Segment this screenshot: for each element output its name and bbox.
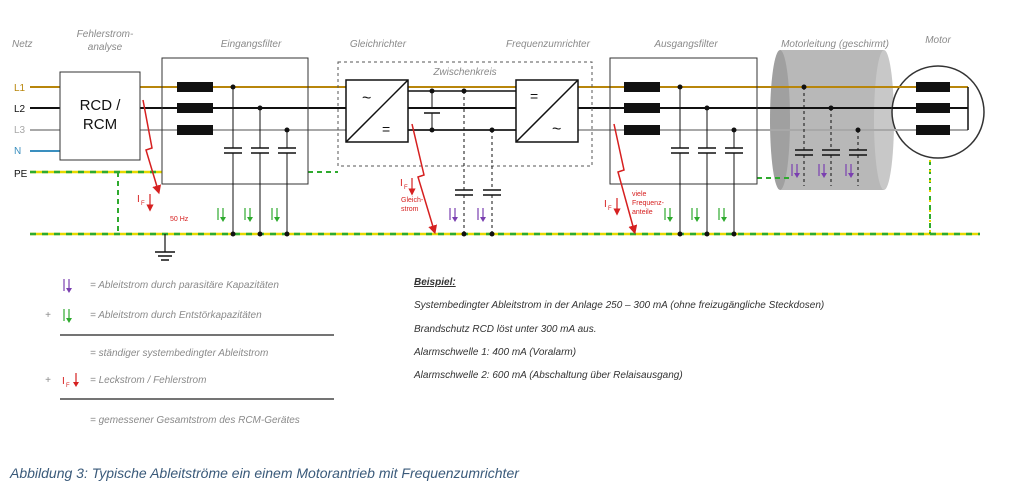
motor-icon	[891, 65, 985, 159]
label-gleich-1: Gleich-	[401, 197, 424, 204]
header-zwischenkreis: Zwischenkreis	[432, 67, 496, 78]
svg-text:I: I	[62, 376, 65, 387]
svg-text:I: I	[604, 199, 607, 210]
example-line-2: Brandschutz RCD löst unter 300 mA aus.	[414, 324, 597, 335]
intermediate-circuit-box: Zwischenkreis	[337, 61, 593, 167]
header-eingangsfilter: Eingangsfilter	[221, 39, 282, 50]
header-gleichrichter: Gleichrichter	[350, 39, 407, 50]
rcd-label-2: RCM	[83, 116, 117, 133]
label-50hz: 50 Hz	[170, 216, 189, 223]
header-ausgangsfilter: Ausgangsfilter	[653, 39, 718, 50]
header-fehlerstrom: Fehlerstrom-	[77, 29, 134, 40]
parasitic-leak-arrow	[845, 164, 854, 178]
label-viele-1: viele	[632, 191, 647, 198]
header-motorleitung: Motorleitung (geschirmt)	[781, 39, 889, 50]
suppression-leak-arrow	[217, 208, 226, 222]
svg-text:=: =	[530, 88, 538, 104]
header-frequenzumrichter: Frequenzumrichter	[506, 39, 591, 50]
svg-text:I: I	[137, 194, 140, 205]
svg-text:I: I	[400, 178, 403, 189]
suppression-leak-arrow	[718, 208, 727, 222]
suppression-leak-arrow	[244, 208, 253, 222]
svg-text:=: =	[382, 121, 390, 137]
inverter-box: = ~	[515, 79, 579, 143]
example-block: Beispiel: Systembedingter Ableitstrom in…	[413, 277, 824, 381]
label-gleich-2: strom	[401, 206, 419, 213]
svg-text:F: F	[404, 185, 408, 191]
dc-link	[408, 88, 516, 237]
ground-icon	[155, 234, 175, 261]
legend-item-5: = gemessener Gesamtstrom des RCM-Gerätes	[90, 415, 300, 426]
label-l2: L2	[14, 104, 26, 115]
leakage-current-arrows	[217, 164, 854, 222]
legend-parasitic-icon	[63, 279, 72, 293]
parasitic-leak-arrow	[791, 164, 800, 178]
rcd-label-1: RCD /	[80, 97, 122, 114]
motor-cable-shield	[770, 50, 894, 190]
label-l3: L3	[14, 125, 26, 136]
label-l1: L1	[14, 83, 26, 94]
legend-plus-2: +	[45, 375, 51, 386]
parasitic-leak-arrow	[818, 164, 827, 178]
example-title: Beispiel:	[414, 277, 456, 288]
header-analyse: analyse	[88, 42, 123, 53]
fault-current-rcd: I F 50 Hz	[137, 99, 189, 223]
label-pe: PE	[14, 169, 28, 180]
parasitic-leak-arrow	[477, 208, 486, 222]
header-motor: Motor	[925, 35, 951, 46]
svg-text:F: F	[66, 383, 70, 389]
output-filter-box	[609, 57, 758, 237]
suppression-leak-arrow	[271, 208, 280, 222]
suppression-leak-arrow	[691, 208, 700, 222]
label-viele-2: Frequenz-	[632, 200, 665, 207]
parasitic-leak-arrow	[449, 208, 458, 222]
figure-caption: Abbildung 3: Typische Ableitströme ein e…	[9, 465, 520, 481]
fault-current-dc: I F Gleich- strom	[400, 123, 438, 235]
example-line-4: Alarmschwelle 2: 600 mA (Abschaltung übe…	[413, 370, 683, 381]
fault-current-hf: I F viele Frequenz- anteile	[604, 123, 665, 235]
legend-item-2: = Ableitstrom durch Entstörkapazitäten	[90, 310, 262, 321]
legend-plus-1: +	[45, 310, 51, 321]
svg-text:~: ~	[552, 121, 561, 138]
legend-item-4: = Leckstrom / Fehlerstrom	[90, 375, 206, 386]
legend-suppression-icon	[63, 309, 72, 323]
svg-text:F: F	[608, 206, 612, 212]
label-n: N	[14, 146, 21, 157]
label-viele-3: anteile	[632, 209, 653, 216]
cable-parasitic-capacitances	[795, 84, 867, 186]
legend-item-3: = ständiger systembedingter Ableitstrom	[90, 348, 268, 359]
example-line-1: Systembedingter Ableitstrom in der Anlag…	[414, 300, 824, 311]
legend-item-1: = Ableitstrom durch parasitäre Kapazität…	[90, 280, 279, 291]
pe-lines	[30, 160, 980, 236]
input-filter-box	[161, 57, 309, 237]
example-line-3: Alarmschwelle 1: 400 mA (Voralarm)	[413, 347, 576, 358]
svg-text:~: ~	[362, 90, 371, 107]
rcd-box: RCD / RCM	[59, 71, 141, 161]
rectifier-box: ~ =	[345, 79, 409, 143]
svg-text:F: F	[141, 201, 145, 207]
header-netz: Netz	[12, 39, 33, 50]
suppression-leak-arrow	[664, 208, 673, 222]
